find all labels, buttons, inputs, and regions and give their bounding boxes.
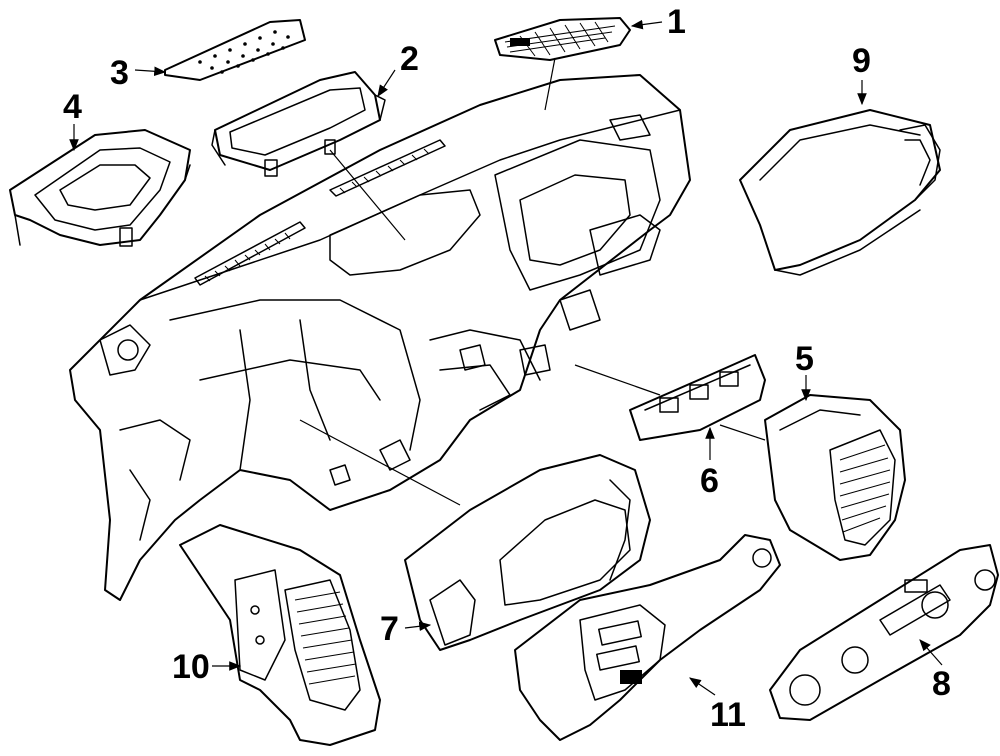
- part-5-air-vent-right: [719, 394, 906, 561]
- part-3-top-cover: [164, 19, 306, 81]
- defroster-vent-center: [329, 139, 446, 197]
- callout-11: 11: [710, 696, 746, 734]
- callout-2: 2: [400, 40, 419, 78]
- callout-3: 3: [110, 54, 129, 92]
- part-9-glove-box-door: [739, 109, 941, 276]
- callout-labels: 1 2 3 4 5 6 7 8 9 10 11: [63, 3, 951, 734]
- callout-9: 9: [852, 42, 871, 80]
- part-7-cluster-bezel: [299, 419, 651, 651]
- callout-6: 6: [700, 462, 719, 500]
- callout-1: 1: [667, 3, 686, 41]
- callout-leaders: [69, 19, 943, 696]
- instrument-panel-frame: [69, 74, 691, 601]
- part-8-lower-switch-panel: [769, 544, 999, 721]
- part-4-bezel-frame: [9, 129, 191, 247]
- part-11-lower-center-trim: [514, 534, 781, 741]
- part-1-speaker-grille: [494, 17, 631, 111]
- callout-5: 5: [795, 340, 814, 378]
- part-2-cluster-hood: [211, 71, 406, 241]
- callout-7: 7: [380, 610, 399, 648]
- defroster-vent-left: [194, 221, 306, 286]
- callout-10: 10: [172, 648, 210, 686]
- part-6-switch-bezel: [574, 354, 766, 441]
- part-10-air-vent-left: [179, 524, 381, 746]
- callout-4: 4: [63, 88, 82, 126]
- callout-8: 8: [932, 665, 951, 703]
